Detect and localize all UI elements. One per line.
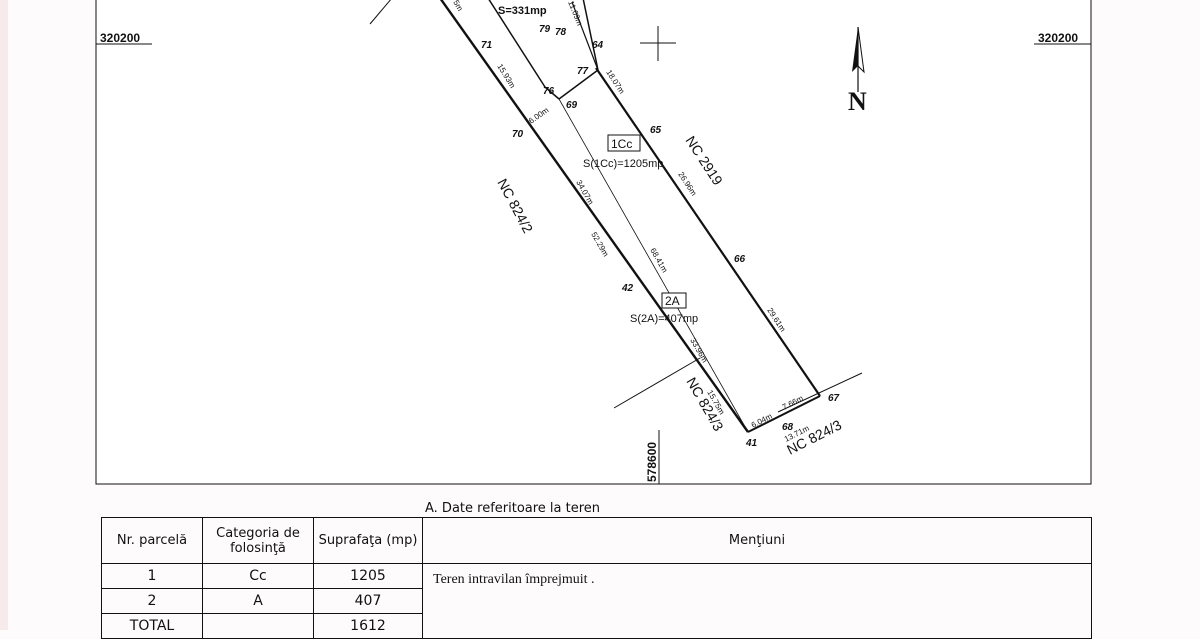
header-nr-parcela: Nr. parcelă	[101, 517, 203, 564]
land-data-table: Nr. parcelă Categoria de folosinţă Supra…	[101, 517, 1092, 639]
point-67-label: 67	[828, 393, 840, 404]
coord-right-label: 320200	[1038, 31, 1078, 45]
point-76-label: 76	[543, 86, 555, 97]
top-parcel-area: S=331mp	[498, 5, 547, 17]
parcel-1cc-tag: 1Cc	[607, 134, 641, 152]
parcel-2a-tag: 2A	[661, 292, 687, 309]
svg-text:2A: 2A	[665, 294, 680, 308]
point-66-label: 66	[734, 254, 746, 265]
cell-nr: TOTAL	[101, 613, 203, 639]
cell-nr: 2	[101, 588, 203, 614]
parcel-boundaries	[439, 0, 863, 433]
point-65-label: 65	[650, 125, 662, 136]
section-title: A. Date referitoare la teren	[425, 501, 601, 516]
point-69-label: 69	[566, 100, 578, 111]
point-71-label: 71	[481, 40, 493, 51]
point-77-label: 77	[577, 66, 589, 77]
coord-bottom-label: 578600	[645, 442, 659, 482]
cell-categoria: Cc	[202, 563, 314, 589]
cell-suprafata: 1612	[313, 613, 423, 639]
header-mentiuni: Menţiuni	[422, 517, 1092, 564]
north-label: N	[848, 87, 867, 116]
point-79-label: 79	[539, 24, 551, 35]
table-row: 2 A 407	[101, 588, 1092, 614]
cell-categoria	[202, 613, 314, 639]
point-68-label: 68	[782, 422, 794, 433]
coord-left-label: 320200	[100, 31, 140, 45]
header-categoria: Categoria de folosinţă	[202, 517, 314, 564]
cell-categoria: A	[202, 588, 314, 614]
point-64-label: 64	[592, 40, 604, 51]
point-41-label: 41	[745, 438, 758, 449]
top-left-neighbor-line	[369, 0, 391, 25]
point-78-label: 78	[555, 27, 567, 38]
grid-cross-icon	[640, 26, 676, 61]
svg-text:1Cc: 1Cc	[611, 137, 632, 151]
cell-nr: 1	[101, 563, 203, 589]
cell-mentiuni: Teren intravilan împrejmuit .	[422, 563, 1092, 639]
north-arrow-icon	[852, 26, 865, 92]
page-edge	[0, 0, 8, 630]
plan-frame	[95, 0, 1092, 485]
point-70-label: 70	[512, 129, 524, 140]
cadastral-plan: 320200 320200 578600 N 79 78 64 71 77 76…	[95, 0, 1092, 485]
parcel-1cc-area: S(1Cc)=1205mp	[583, 158, 663, 170]
table-header-row: Nr. parcelă Categoria de folosinţă Supra…	[101, 517, 1092, 564]
cell-suprafata: 1205	[313, 563, 423, 589]
cell-suprafata: 407	[313, 588, 423, 614]
parcel-2a-area: S(2A)=407mp	[630, 313, 698, 325]
point-42-label: 42	[621, 283, 634, 294]
table-row: 1 Cc 1205 Teren intravilan împrejmuit .	[101, 563, 1092, 639]
header-suprafata: Suprafaţa (mp)	[313, 517, 423, 564]
